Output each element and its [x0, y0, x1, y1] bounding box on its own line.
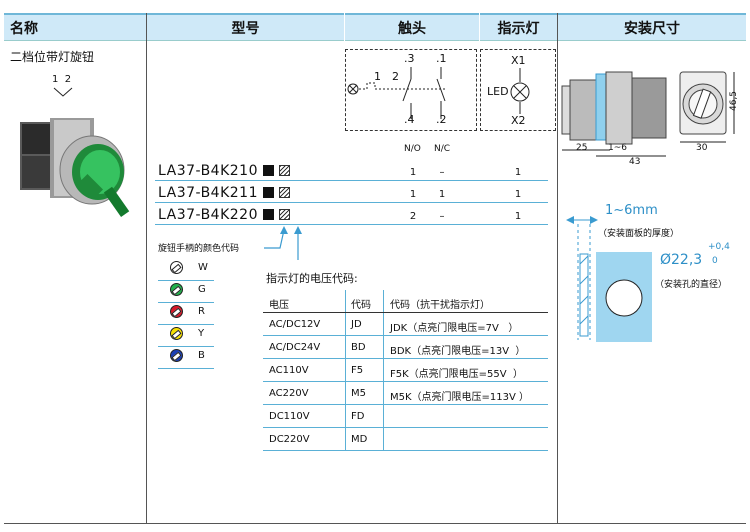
side-view-drawing: [561, 71, 667, 157]
row-divider: [155, 202, 548, 203]
led-diagram-frame: [480, 49, 556, 131]
knob-yellow-icon: [170, 327, 183, 340]
hole-tolerance-zero: 0: [712, 256, 718, 266]
header-indicator: 指示灯: [480, 13, 557, 41]
model-row-2: LA37-B4K211: [158, 185, 290, 201]
led-label: LED: [487, 85, 509, 98]
code-pointer-arrows: [264, 226, 302, 260]
model-3-no: 2: [409, 211, 417, 222]
model-1-nc: –: [439, 167, 445, 178]
dim-25: 25: [576, 143, 588, 153]
header-contacts: 触头: [345, 13, 479, 41]
front-view-drawing: [679, 71, 735, 143]
filled-square-icon: [262, 187, 274, 198]
model-3-nc: –: [439, 211, 445, 222]
hatched-square-icon: [278, 187, 290, 198]
position-indicator-icon: [53, 87, 73, 97]
header-dimensions: 安装尺寸: [558, 13, 746, 41]
product-photo: [20, 118, 130, 218]
switch-pos-2: 2: [392, 70, 399, 83]
model-1-led: 1: [514, 167, 522, 178]
terminal-3: .3: [404, 52, 415, 65]
contact-diagram-icon: [347, 67, 446, 119]
model-row-3: LA37-B4K220: [158, 207, 290, 223]
terminal-1: .1: [436, 52, 447, 65]
nc-label: N/C: [434, 144, 451, 154]
led-lamp-icon: [510, 68, 530, 114]
knob-blue-icon: [170, 349, 183, 362]
column-divider: [146, 13, 147, 524]
terminal-2: .2: [436, 113, 447, 126]
model-1-no: 1: [409, 167, 417, 178]
color-row-w: W: [158, 258, 214, 281]
hole-tolerance-plus: +0,4: [708, 242, 730, 252]
knob-green-icon: [170, 283, 183, 296]
led-x1: X1: [511, 54, 526, 67]
position-label: 1 2: [52, 74, 72, 85]
row-divider: [155, 224, 548, 225]
row-divider: [155, 180, 548, 181]
dim-43: 43: [629, 157, 641, 167]
voltage-caption: 指示灯的电压代码:: [266, 272, 358, 285]
hole-diameter: Ø22,3: [660, 252, 703, 268]
product-name: 二档位带灯旋钮: [10, 50, 95, 64]
dim-1-6: 1~6: [608, 143, 627, 153]
color-caption: 旋钮手柄的颜色代码: [158, 244, 240, 254]
no-label: N/O: [404, 144, 421, 154]
column-divider: [557, 13, 558, 524]
filled-square-icon: [262, 165, 274, 176]
color-row-g: G: [158, 280, 214, 303]
model-2-nc: 1: [438, 189, 446, 200]
dim-30: 30: [696, 143, 708, 153]
knob-white-icon: [170, 261, 183, 274]
panel-thickness-note: （安装面板的厚度）: [598, 229, 680, 239]
model-3-led: 1: [514, 211, 522, 222]
hatched-square-icon: [278, 209, 290, 220]
hatched-square-icon: [278, 165, 290, 176]
knob-red-icon: [170, 305, 183, 318]
terminal-4: .4: [404, 113, 415, 126]
model-2-led: 1: [514, 189, 522, 200]
color-row-b: B: [158, 346, 214, 369]
header-name: 名称: [4, 13, 146, 41]
switch-pos-1: 1: [374, 70, 381, 83]
color-row-y: Y: [158, 324, 214, 347]
table-bottom-border: [4, 523, 746, 524]
header-model: 型号: [147, 13, 344, 41]
model-2-no: 1: [409, 189, 417, 200]
color-row-r: R: [158, 302, 214, 325]
filled-square-icon: [262, 209, 274, 220]
panel-cutout-drawing: [566, 216, 652, 342]
panel-thickness: 1~6mm: [605, 203, 658, 218]
hole-diameter-note: （安装孔的直径）: [655, 280, 728, 290]
contact-diagram-frame: [345, 49, 477, 131]
voltage-table-header: 电压 代码 代码（抗干扰指示灯）: [263, 290, 548, 313]
led-x2: X2: [511, 114, 526, 127]
model-row-1: LA37-B4K210: [158, 163, 290, 179]
dim-46-5: 46,5: [729, 90, 740, 112]
